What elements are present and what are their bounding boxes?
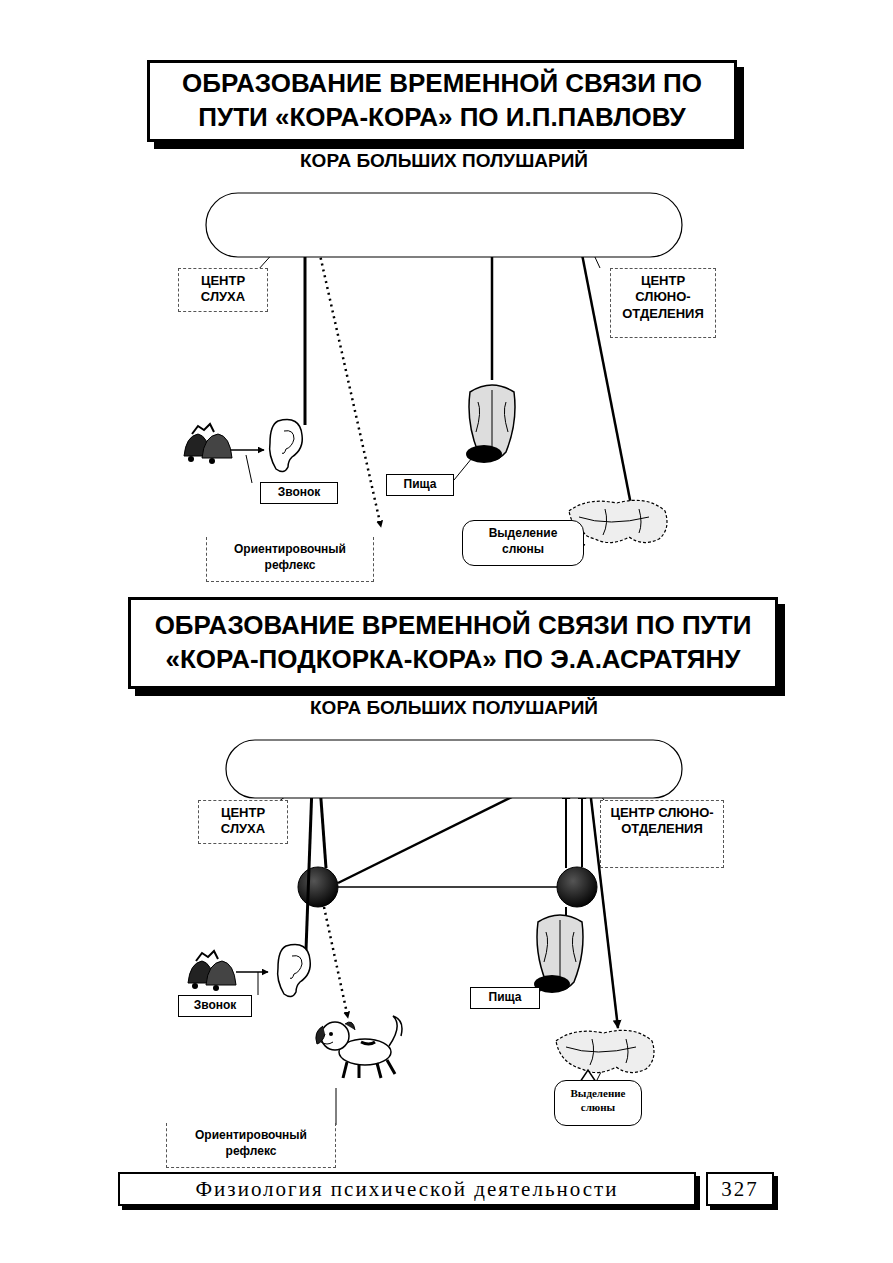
- reflex-arrows-part: [230, 449, 264, 451]
- node-text: Пища: [391, 477, 449, 491]
- label-box: Ориентировочный рефлекс: [166, 1123, 336, 1168]
- subcortex-paths-part: [258, 972, 259, 995]
- node-text: Физиология психической деятельности: [196, 1177, 619, 1202]
- page-number-box: 327: [706, 1172, 774, 1206]
- bell-ear-tongue-gland-dog-part-part: [361, 1042, 375, 1044]
- node-text: ЦЕНТР СЛЮНО- ОТДЕЛЕНИЯ: [617, 273, 709, 322]
- node-text: Выделение слюны: [559, 1086, 637, 1115]
- label-box: Ориентировочный рефлекс: [206, 537, 374, 582]
- node-text: 327: [721, 1177, 759, 1202]
- label-box: ЦЕНТР СЛЮНО- ОТДЕЛЕНИЯ: [600, 800, 724, 868]
- bell-ear-tongue-gland-dog-part-part: [321, 1042, 333, 1044]
- subcortex-paths-part: [298, 867, 338, 907]
- cortex-oval: [206, 193, 682, 257]
- bell-ear-tongue-gland-dog-part: [278, 945, 311, 997]
- node-text: Выделение слюны: [469, 526, 577, 557]
- title-box: ОБРАЗОВАНИЕ ВРЕМЕННОЙ СВЯЗИ ПО ПУТИ «КОР…: [128, 597, 778, 689]
- node-text: ЦЕНТР СЛУХА: [205, 805, 281, 838]
- label-box: ЦЕНТР СЛЮНО- ОТДЕЛЕНИЯ: [610, 268, 716, 338]
- bell-ear-tongue-gland-dog-part: [534, 915, 583, 993]
- bell-ear-tongue-gland-dog-part: [316, 1016, 402, 1078]
- bell-ear-tongue-gland-part: [270, 420, 303, 472]
- bell-ear-tongue-gland-dog-part: [188, 951, 236, 991]
- region-heading: КОРА БОЛЬШИХ ПОЛУШАРИЙ: [225, 697, 683, 719]
- node-text: Ориентировочный рефлекс: [213, 542, 367, 573]
- subcortex-paths-part: [565, 791, 567, 868]
- label-box: Звонок: [178, 995, 252, 1017]
- label-box: Звонок: [260, 482, 338, 504]
- bell-ear-tongue-gland: [184, 385, 667, 545]
- label-box: Пища: [470, 987, 540, 1009]
- bell-ear-tongue-gland-dog-part-part: [389, 1016, 402, 1046]
- cortex-outline: [205, 192, 683, 258]
- cortex-oval: [226, 740, 682, 798]
- footer-box: Физиология психической деятельности: [118, 1172, 696, 1206]
- subcortex-paths-part: [324, 907, 348, 1018]
- reflex-arrows-part: [491, 245, 494, 380]
- reflex-arrows: [230, 232, 632, 582]
- bell-ear-tongue-gland-dog-part-part: [316, 1026, 325, 1044]
- node-text: ОБРАЗОВАНИЕ ВРЕМЕННОЙ СВЯЗИ ПО ПУТИ «КОР…: [141, 609, 765, 677]
- subcortex-paths-part: [306, 786, 312, 950]
- callout-box: Выделение слюны: [462, 520, 584, 566]
- region-heading: КОРА БОЛЬШИХ ПОЛУШАРИЙ: [205, 150, 683, 172]
- bell-ear-tongue-gland-dog-part-part: [321, 1022, 349, 1050]
- bell-ear-tongue-gland-dog-part-part: [345, 1022, 355, 1030]
- label-box: ЦЕНТР СЛУХА: [178, 268, 268, 312]
- title-box: ОБРАЗОВАНИЕ ВРЕМЕННОЙ СВЯЗИ ПО ПУТИ «КОР…: [147, 60, 737, 142]
- node-text: Пища: [475, 990, 535, 1004]
- subcortex-paths-part: [581, 791, 583, 867]
- reflex-arrows-part: [454, 458, 472, 480]
- bell-ear-tongue-gland-dog: [188, 915, 654, 1078]
- node-text: Звонок: [265, 485, 333, 499]
- bell-ear-tongue-gland-dog-part-part: [343, 1060, 395, 1078]
- node-text: ОБРАЗОВАНИЕ ВРЕМЕННОЙ СВЯЗИ ПО ПУТИ «КОР…: [160, 67, 724, 135]
- cortex-band: КОРА БОЛЬШИХ ПОЛУШАРИЙ: [225, 697, 683, 799]
- node-text: Звонок: [183, 998, 247, 1012]
- node-text: ЦЕНТР СЛУХА: [185, 273, 261, 306]
- bell-ear-tongue-gland-part: [184, 424, 232, 464]
- callout-box: Выделение слюны: [554, 1080, 642, 1126]
- subcortex-paths: [236, 776, 618, 1125]
- subcortex-paths-part: [336, 1088, 337, 1125]
- label-box: ЦЕНТР СЛУХА: [198, 800, 288, 844]
- subcortex-paths-part: [557, 867, 597, 907]
- node-text: Ориентировочный рефлекс: [173, 1128, 329, 1159]
- reflex-arrows-part: [246, 455, 252, 483]
- bell-ear-tongue-gland-part: [466, 385, 515, 463]
- cortex-band: КОРА БОЛЬШИХ ПОЛУШАРИЙ: [205, 150, 683, 258]
- cortex-outline: [225, 739, 683, 799]
- subcortex-paths-part: [236, 971, 268, 973]
- node-text: ЦЕНТР СЛЮНО- ОТДЕЛЕНИЯ: [607, 805, 717, 838]
- subcortex-paths-part: [338, 886, 557, 888]
- bell-ear-tongue-gland-dog-part-part: [329, 1032, 333, 1036]
- bell-ear-tongue-gland-dog-part: [556, 1030, 654, 1072]
- label-box: Пища: [386, 474, 454, 496]
- reflex-arrows-part: [304, 244, 307, 425]
